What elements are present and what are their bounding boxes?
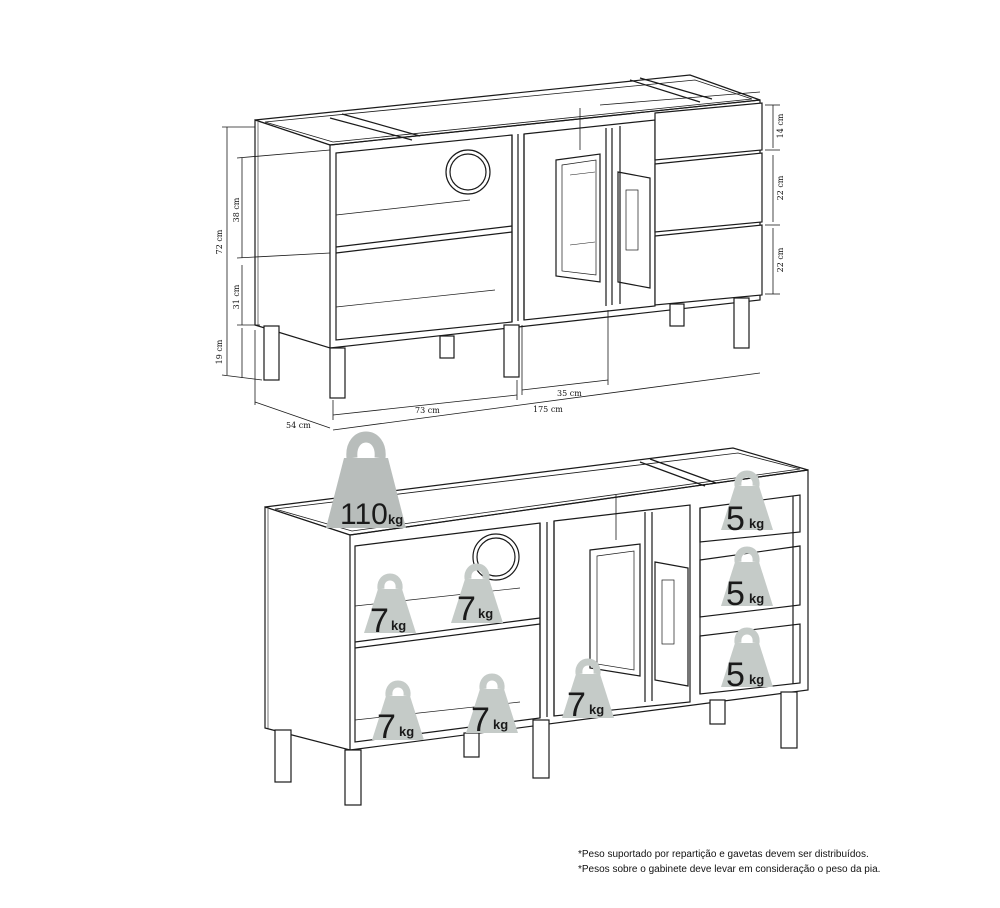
weight-shelf-lower-right: 7 kg [466,677,518,739]
weight-unit: kg [399,724,414,739]
footnote-distribution: *Peso suportado por repartição e gavetas… [578,849,869,860]
dim-leg-height: 19 cm [215,339,224,364]
weight-top-unit: kg [388,512,403,527]
dim-height-total: 72 cm [215,229,224,254]
dim-drawer-top: 14 cm [776,113,785,138]
weight-unit: kg [749,672,764,687]
dim-left-module-width: 73 cm [415,406,440,415]
weight-unit: kg [589,702,604,717]
weight-value: 5 [726,656,745,694]
weight-value: 7 [471,701,490,739]
weight-unit: kg [749,516,764,531]
weight-unit: kg [749,591,764,606]
weight-value: 7 [567,686,586,724]
weight-value: 7 [377,708,396,746]
footnote-sink-weight: *Pesos sobre o gabinete deve levar em co… [578,864,881,875]
weight-top: 110 kg [326,437,406,531]
weight-shelf-upper-right: 7 kg [451,567,503,628]
weight-drawer-1: 5 kg [721,474,773,538]
dim-pullout-width: 35 cm [557,389,582,398]
weight-pullout: 7 kg [562,662,614,724]
weight-drawer-3: 5 kg [721,631,773,694]
dim-drawer-bottom: 22 cm [776,247,785,272]
weight-value: 7 [370,602,389,640]
weight-value: 5 [726,575,745,613]
weight-value: 5 [726,500,745,538]
weight-drawer-2: 5 kg [721,550,773,613]
weight-unit: kg [391,618,406,633]
dim-lower-section: 31 cm [232,284,241,309]
weight-shelf-upper-left: 7 kg [364,577,416,640]
weight-top-value: 110 [340,498,388,531]
weight-shelf-lower-left: 7 kg [372,684,424,746]
dim-drawer-middle: 22 cm [776,175,785,200]
dim-upper-section: 38 cm [232,197,241,222]
weight-unit: kg [493,717,508,732]
weight-value: 7 [457,590,476,628]
dim-total-width: 175 cm [533,405,563,414]
weight-unit: kg [478,606,493,621]
dimension-drawing [221,74,780,431]
dim-depth: 54 cm [286,421,311,430]
